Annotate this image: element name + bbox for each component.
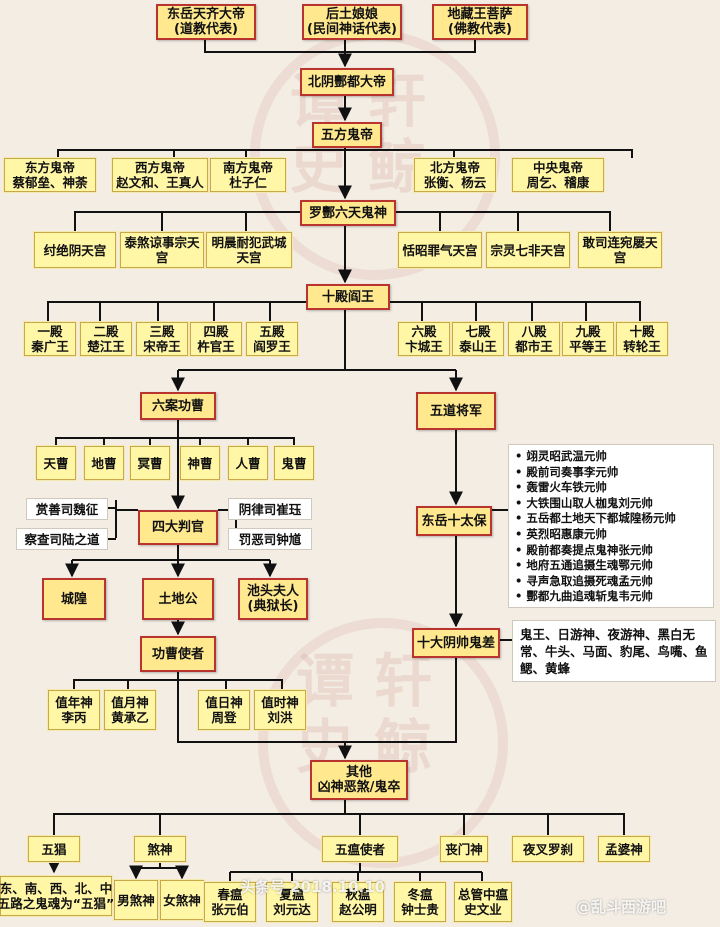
list-item: 殿前司奏事李元帅 [515, 465, 707, 481]
shitaibao-list: 翊灵昭武温元帅 殿前司奏事李元帅 轰雷火车铁元帅 大铁围山取人枷鬼刘元帅 五岳都… [508, 444, 714, 608]
liutian-item: 敢司连宛屡天宫 [578, 232, 662, 268]
wufang-item: 中央鬼帝周乞、稽康 [512, 158, 604, 192]
wufang-item: 西方鬼帝赵文和、王真人 [112, 158, 208, 192]
shidian-item: 七殿泰山王 [452, 322, 504, 356]
zhi-item: 值时神刘洪 [254, 690, 306, 730]
sida-item: 阴律司崔珏 [228, 498, 312, 520]
bottom-item: 夜叉罗刹 [512, 836, 584, 862]
shashen-item: 女煞神 [160, 880, 204, 920]
wufang-item: 南方鬼帝杜子仁 [210, 158, 286, 192]
sida-item: 赏善司魏征 [26, 498, 108, 520]
wenshen-item: 冬瘟钟士贵 [394, 882, 446, 922]
shitaibao-box: 东岳十太保 [416, 506, 492, 536]
list-item: 英烈昭惠康元帅 [515, 527, 707, 543]
wenshen-item: 夏瘟刘元达 [266, 882, 318, 922]
shashen-item: 男煞神 [114, 880, 158, 920]
wenshen-item: 秋瘟赵公明 [332, 882, 384, 922]
list-item: 翊灵昭武温元帅 [515, 449, 707, 465]
shida-desc: 鬼王、日游神、夜游神、黑白无常、牛头、马面、豹尾、鸟嘴、鱼鳃、黄蜂 [512, 620, 716, 682]
liutian-item: 宗灵七非天宫 [486, 232, 570, 268]
liutian-item: 恬昭罪气天宫 [398, 232, 482, 268]
list-item: 殿前都奏提点鬼神张元帅 [515, 543, 707, 559]
liutian-item: 泰煞谅事宗天宫 [120, 232, 204, 268]
gongcao-box: 功曹使者 [140, 636, 216, 672]
liuan-item: 鬼曹 [274, 446, 314, 480]
sida-box: 四大判官 [138, 510, 218, 545]
liutian-item: 纣绝阴天宫 [34, 232, 116, 268]
liuan-item: 天曹 [36, 446, 76, 480]
wenshen-item: 春瘟张元伯 [204, 882, 256, 922]
wudao-box: 五道将军 [416, 392, 496, 430]
sida-item: 察查司陆之道 [16, 528, 108, 550]
list-item: 地府五通追摄生魂鄂元帅 [515, 558, 707, 574]
shidian-item: 四殿杵官王 [190, 322, 242, 356]
chenghuang-box: 城隍 [42, 578, 106, 620]
liuan-item: 冥曹 [130, 446, 170, 480]
wufang-item: 北方鬼帝张衡、杨云 [414, 158, 496, 192]
list-item: 寻声急取追摄死魂孟元帅 [515, 574, 707, 590]
liutian-item: 明晨耐犯武城天宫 [206, 232, 292, 268]
bottom-item: 五猖 [28, 836, 80, 862]
bottom-item: 丧门神 [440, 836, 488, 862]
bottom-item: 孟婆神 [598, 836, 650, 862]
shidian-item: 八殿都市王 [508, 322, 560, 356]
footer-source: 头条号 2018.10.10 [240, 878, 386, 896]
list-item: 大铁围山取人枷鬼刘元帅 [515, 496, 707, 512]
shidian-item: 五殿阎罗王 [246, 322, 298, 356]
liuan-item: 神曹 [180, 446, 220, 480]
zhi-item: 值年神李丙 [48, 690, 100, 730]
wuchang-desc: 东、南、西、北、中五路之鬼魂为“五猖” [0, 876, 114, 916]
list-item: 轰雷火车铁元帅 [515, 480, 707, 496]
shidian-item: 一殿秦广王 [24, 322, 76, 356]
houtu-box: 后土娘娘(民间神话代表) [302, 4, 402, 40]
zhi-item: 值月神黄承乙 [104, 690, 156, 730]
beiyin-box: 北阴酆都大帝 [300, 68, 394, 96]
shidian-item: 三殿宋帝王 [136, 322, 188, 356]
shidian-item: 二殿楚江王 [80, 322, 132, 356]
wufang-box: 五方鬼帝 [312, 122, 382, 148]
bottom-item: 煞神 [134, 836, 186, 862]
liuan-box: 六案功曹 [140, 392, 216, 420]
wenshen-item: 总管中瘟史文业 [454, 882, 512, 922]
shidian-item: 九殿平等王 [562, 322, 614, 356]
dizang-box: 地藏王菩萨(佛教代表) [432, 4, 528, 40]
sida-item: 罚恶司钟馗 [228, 528, 312, 550]
chitou-box: 池头夫人(典狱长) [238, 578, 308, 620]
liuan-item: 人曹 [228, 446, 268, 480]
bottom-item: 五瘟使者 [322, 836, 398, 862]
tudi-box: 土地公 [142, 578, 214, 620]
qita-box: 其他凶神恶煞/鬼卒 [310, 760, 408, 800]
shida-box: 十大阴帅鬼差 [412, 628, 500, 658]
liuan-item: 地曹 [84, 446, 124, 480]
footer-credit: @乱斗西游吧 [576, 898, 667, 916]
shidian-box: 十殿阎王 [306, 284, 390, 310]
list-item: 五岳都土地天下都城隍杨元帅 [515, 511, 707, 527]
list-item: 酆都九曲追魂斩鬼韦元帅 [515, 589, 707, 605]
shidian-item: 六殿卞城王 [398, 322, 450, 356]
wufang-item: 东方鬼帝蔡郁垒、神荼 [4, 158, 96, 192]
zhi-item: 值日神周登 [198, 690, 250, 730]
liutian-box: 罗酆六天鬼神 [300, 200, 396, 226]
shidian-item: 十殿转轮王 [616, 322, 668, 356]
dongyue-box: 东岳天齐大帝(道教代表) [156, 4, 256, 40]
